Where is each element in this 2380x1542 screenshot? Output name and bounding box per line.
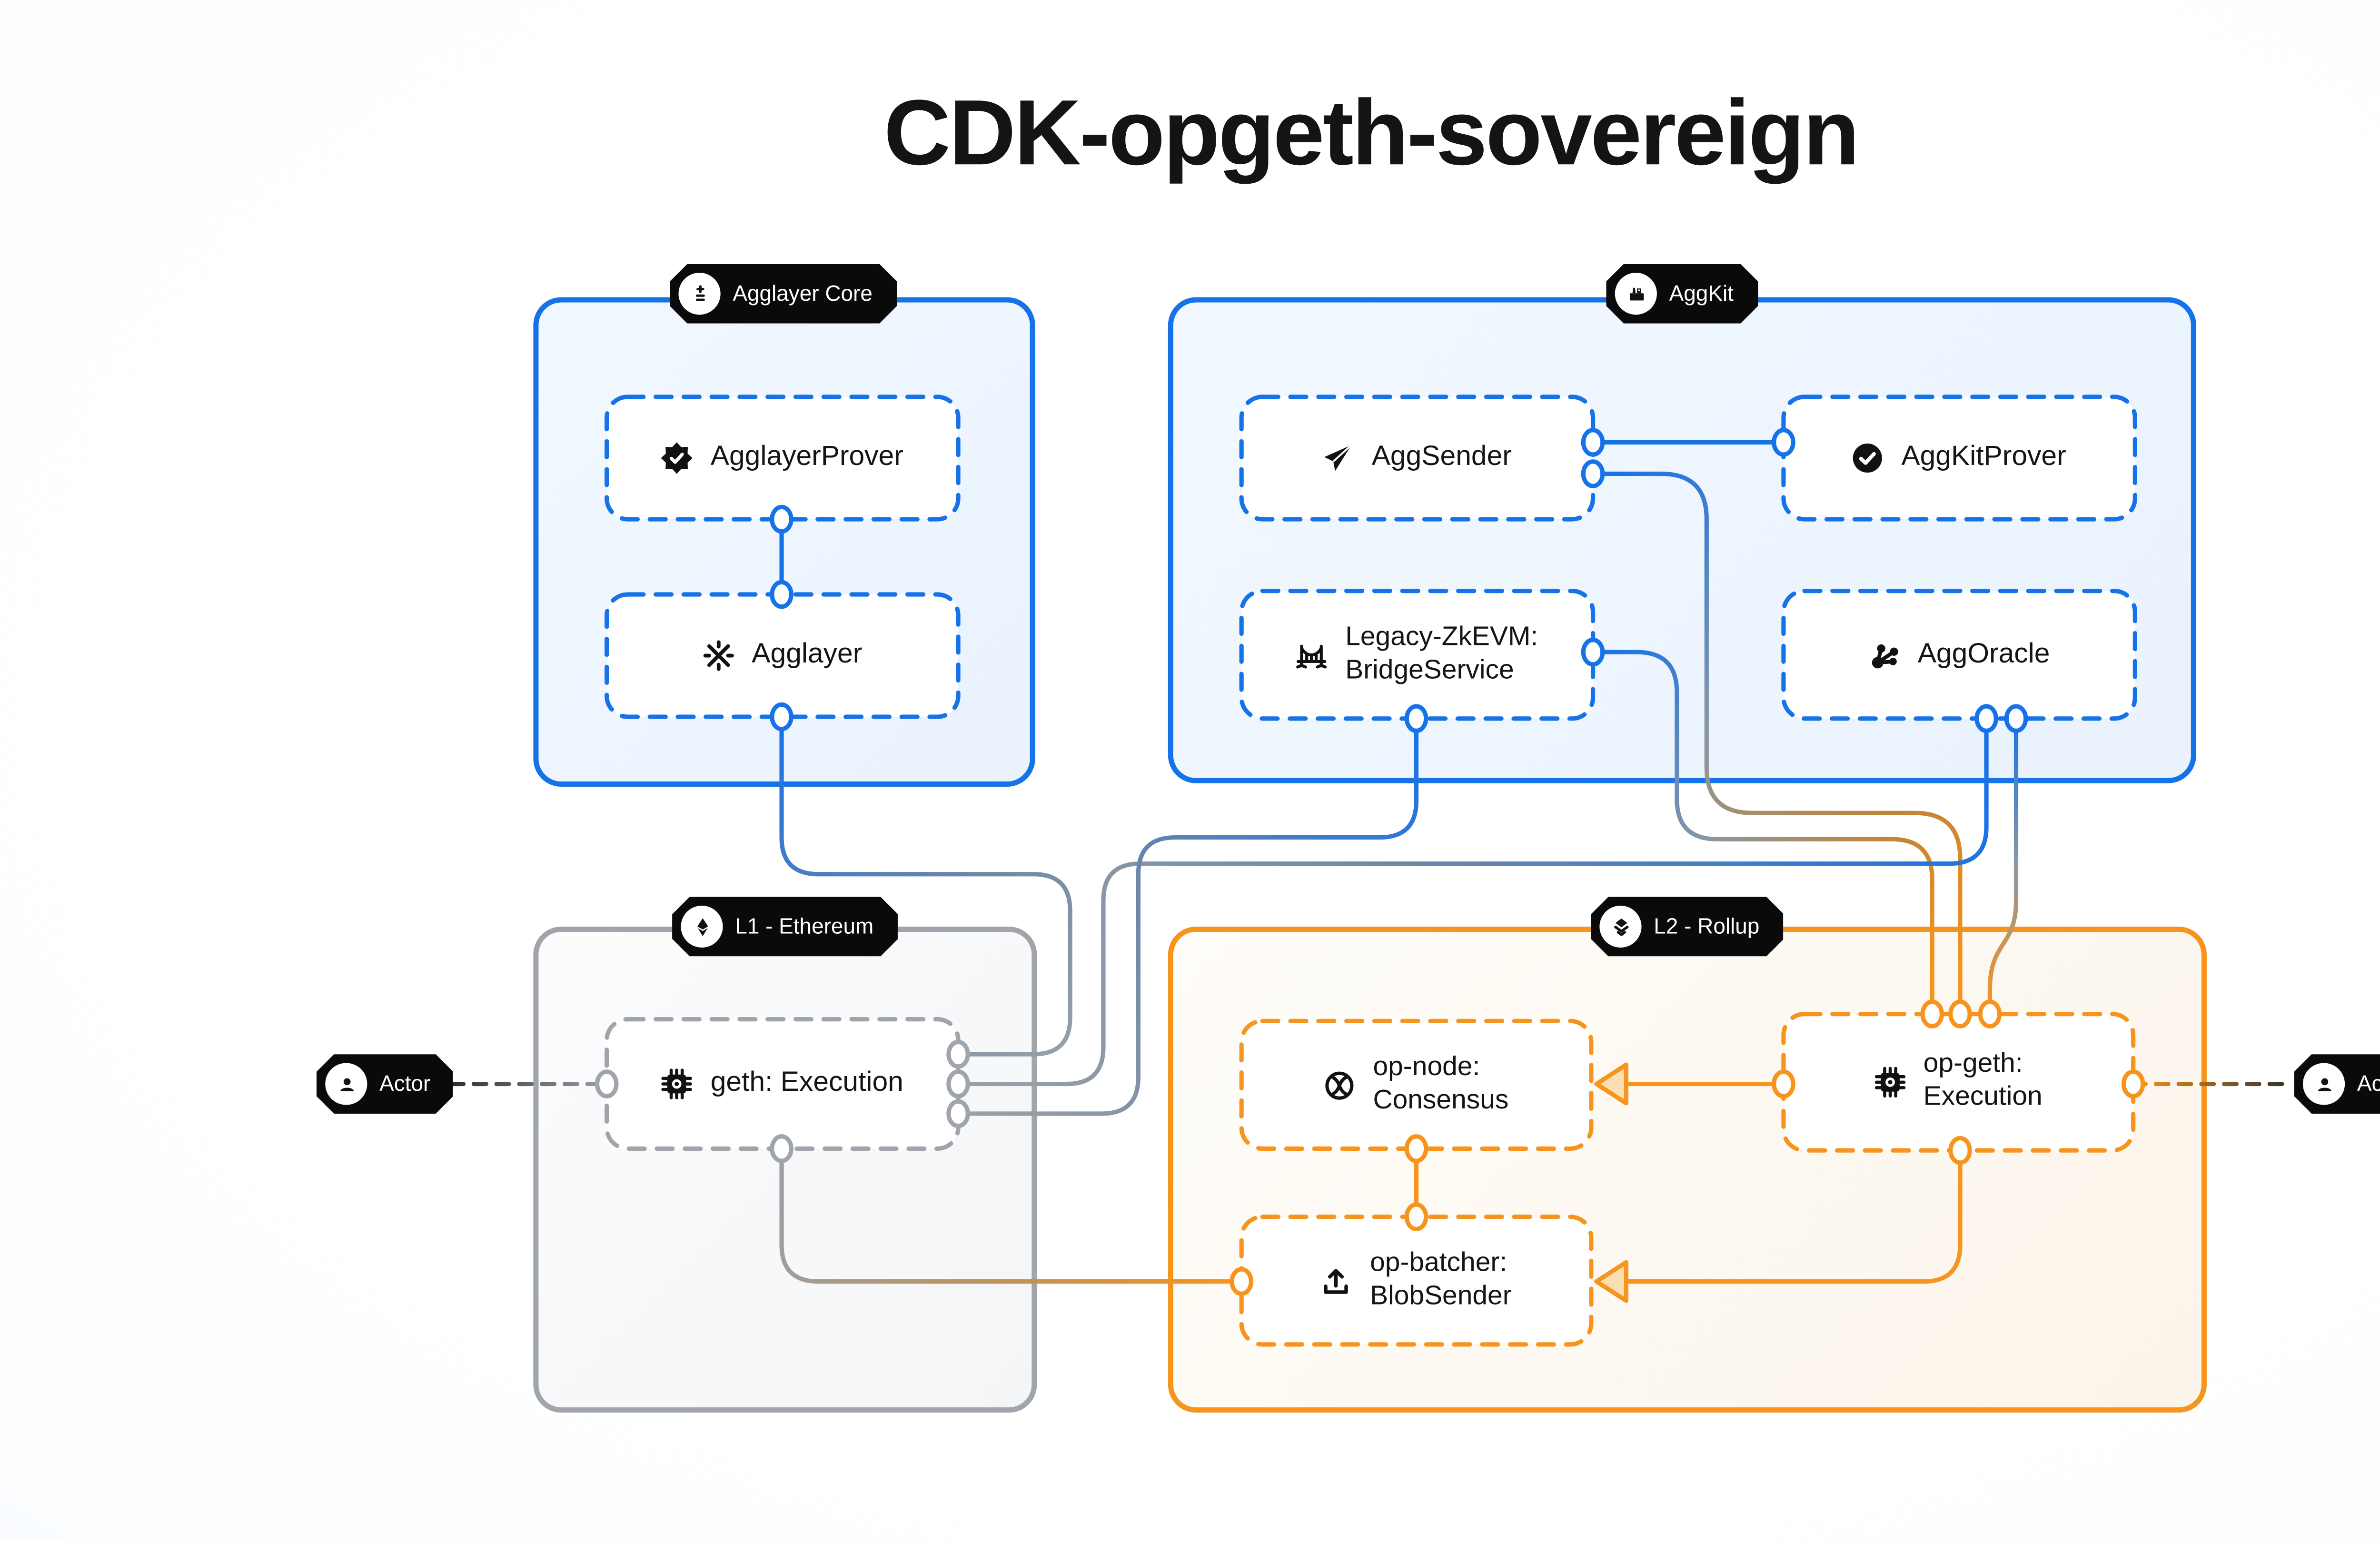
node-label: op-geth: Execution bbox=[1923, 1049, 2043, 1112]
node-aggoracle[interactable]: AggOracle bbox=[1784, 591, 2135, 719]
node-label: op-node: Consensus bbox=[1373, 1052, 1509, 1115]
cpu-icon bbox=[1874, 1067, 1906, 1098]
globe-icon bbox=[1324, 1069, 1356, 1100]
badge-label: Actor bbox=[2357, 1071, 2372, 1097]
page-title: CDK-opgeth-sovereign bbox=[883, 82, 1860, 186]
badge-label: L2 - Rollup bbox=[1654, 914, 1760, 939]
node-aggsender[interactable]: AggSender bbox=[1241, 397, 1593, 519]
badge-label: Actor bbox=[379, 1071, 431, 1097]
check-circle-icon bbox=[1853, 442, 1884, 474]
node-label: op-batcher: BlobSender bbox=[1370, 1248, 1512, 1311]
send-icon bbox=[1323, 442, 1354, 474]
node-aggkit-prover[interactable]: AggKitProver bbox=[1784, 397, 2135, 519]
badge-l1-ethereum[interactable]: L1 - Ethereum bbox=[672, 897, 898, 956]
actor-right[interactable]: Actor bbox=[2294, 1054, 2380, 1114]
ethereum-icon bbox=[681, 906, 723, 948]
badge-l2-rollup[interactable]: L2 - Rollup bbox=[1591, 897, 1784, 956]
person-icon bbox=[325, 1063, 367, 1105]
badge-aggkit[interactable]: AggKit bbox=[1606, 264, 1758, 324]
node-op-batcher[interactable]: op-batcher: BlobSender bbox=[1241, 1217, 1591, 1344]
node-label: AggOracle bbox=[1917, 639, 2050, 669]
agglayer-star-icon bbox=[703, 640, 734, 671]
group-l1-ethereum[interactable] bbox=[533, 926, 1037, 1413]
node-label: Legacy-ZkEVM: BridgeService bbox=[1345, 622, 1538, 685]
cpu-icon bbox=[662, 1068, 693, 1099]
seal-check-icon bbox=[661, 442, 694, 474]
badge-label: Agglayer Core bbox=[733, 281, 873, 306]
actor-left[interactable]: Actor bbox=[317, 1054, 453, 1114]
node-geth[interactable]: geth: Execution bbox=[607, 1019, 958, 1149]
person-icon bbox=[2303, 1063, 2345, 1105]
node-agglayer-prover[interactable]: AgglayerProver bbox=[607, 397, 958, 519]
layers-icon bbox=[1599, 906, 1641, 948]
badge-label: L1 - Ethereum bbox=[735, 914, 874, 939]
plus-minus-icon bbox=[678, 273, 720, 315]
toolbox-icon bbox=[1615, 273, 1657, 315]
node-op-node[interactable]: op-node: Consensus bbox=[1241, 1021, 1591, 1148]
node-label: geth: Execution bbox=[710, 1068, 903, 1098]
upload-icon bbox=[1321, 1265, 1352, 1296]
node-op-geth[interactable]: op-geth: Execution bbox=[1784, 1014, 2133, 1151]
badge-agglayer-core[interactable]: Agglayer Core bbox=[670, 264, 897, 324]
badge-label: AggKit bbox=[1669, 281, 1734, 306]
bridge-icon bbox=[1296, 639, 1328, 671]
node-label: AggSender bbox=[1371, 442, 1512, 472]
node-label: AgglayerProver bbox=[710, 442, 903, 472]
node-bridge-service[interactable]: Legacy-ZkEVM: BridgeService bbox=[1241, 591, 1593, 719]
node-label: AggKitProver bbox=[1901, 442, 2066, 472]
node-agglayer[interactable]: Agglayer bbox=[607, 594, 958, 717]
node-label: Agglayer bbox=[752, 640, 863, 670]
hub-icon bbox=[1869, 639, 1900, 671]
